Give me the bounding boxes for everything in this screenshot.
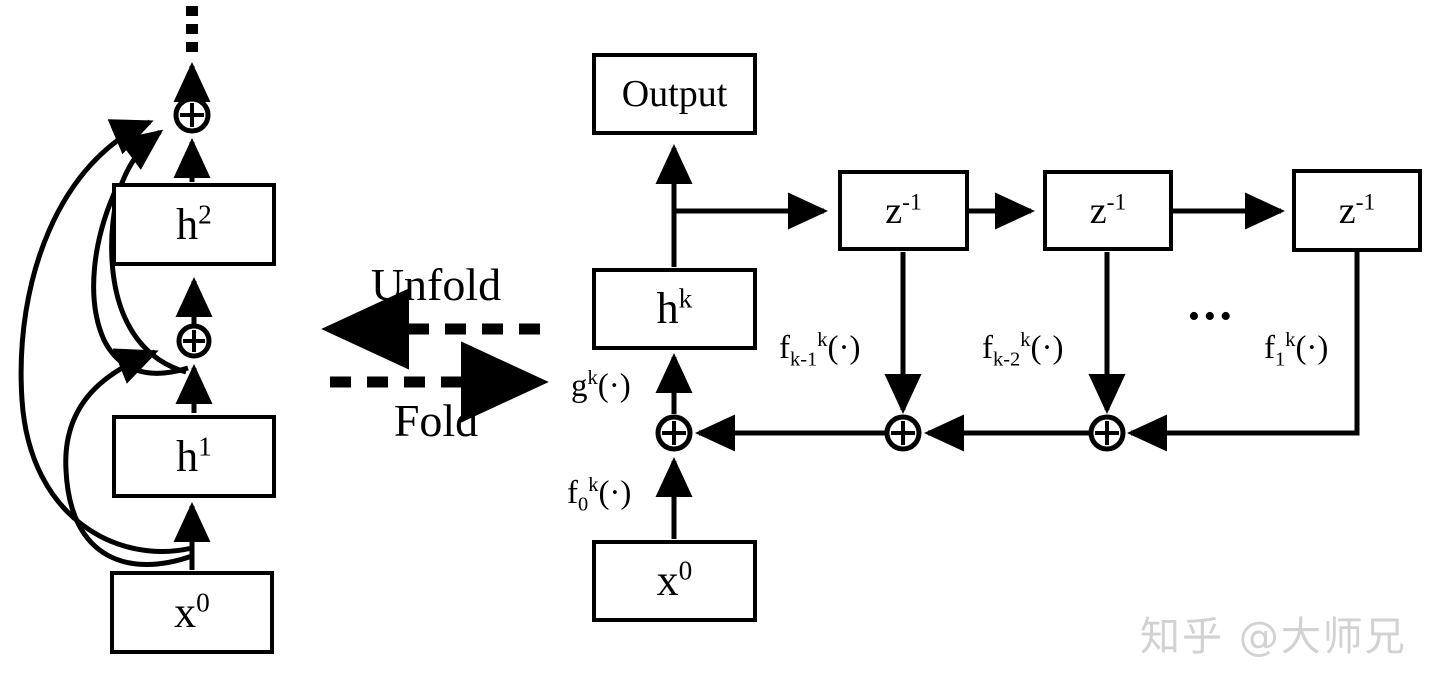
folded-node-h2-label: h2 (176, 198, 212, 249)
unfolded-input-box-x0[interactable]: x0 (592, 540, 757, 622)
folded-node-h2[interactable]: h2 (112, 183, 276, 266)
adder-upper-icon (173, 96, 211, 134)
folded-node-x0[interactable]: x0 (110, 571, 274, 654)
delay-box-3-label: z-1 (1338, 188, 1376, 232)
skip-connection-x0-to-lower-adder (63, 348, 193, 567)
skip-connection-h2-to-lower-adder (91, 183, 189, 376)
unfolded-input-label: x0 (656, 555, 693, 605)
function-label-f-1-k: f1k(·) (1264, 329, 1329, 371)
delay-chain-ellipsis: ••• (1188, 298, 1236, 335)
delay-box-1[interactable]: z-1 (838, 170, 969, 251)
function-label-f-km2-k: fk-2k(·) (982, 329, 1064, 371)
unfold-label: Unfold (370, 259, 502, 310)
function-label-f-km1-k: fk-1k(·) (779, 329, 861, 371)
folded-node-x0-label: x0 (174, 586, 210, 637)
adder-1-icon (884, 414, 922, 452)
function-label-g-k: gk(·) (571, 367, 631, 404)
unfolded-output-label: Output (621, 73, 728, 115)
folded-node-h1[interactable]: h1 (112, 415, 276, 498)
skip-connection-x0-to-upper-adder (18, 119, 193, 554)
vertical-ellipsis-icon (186, 6, 198, 52)
unfolded-output-box[interactable]: Output (592, 53, 757, 135)
fold-label: Fold (393, 395, 479, 446)
folded-node-h1-label: h1 (176, 430, 212, 481)
adder-lower-icon (176, 323, 212, 359)
unfolded-state-box-hk[interactable]: hk (592, 268, 757, 350)
adder-0-icon (655, 414, 693, 452)
delay-box-3[interactable]: z-1 (1292, 169, 1422, 252)
function-label-f-0-k: f0k(·) (567, 474, 632, 516)
delay-box-2-label: z-1 (1089, 188, 1127, 232)
delay-box-2[interactable]: z-1 (1043, 170, 1173, 251)
unfolded-state-label: hk (656, 283, 693, 333)
delay-box-1-label: z-1 (885, 188, 922, 232)
adder-2-icon (1088, 414, 1126, 452)
edge-z3-to-adder2 (1126, 252, 1360, 452)
watermark-text: 知乎 @大师兄 (1140, 614, 1407, 660)
